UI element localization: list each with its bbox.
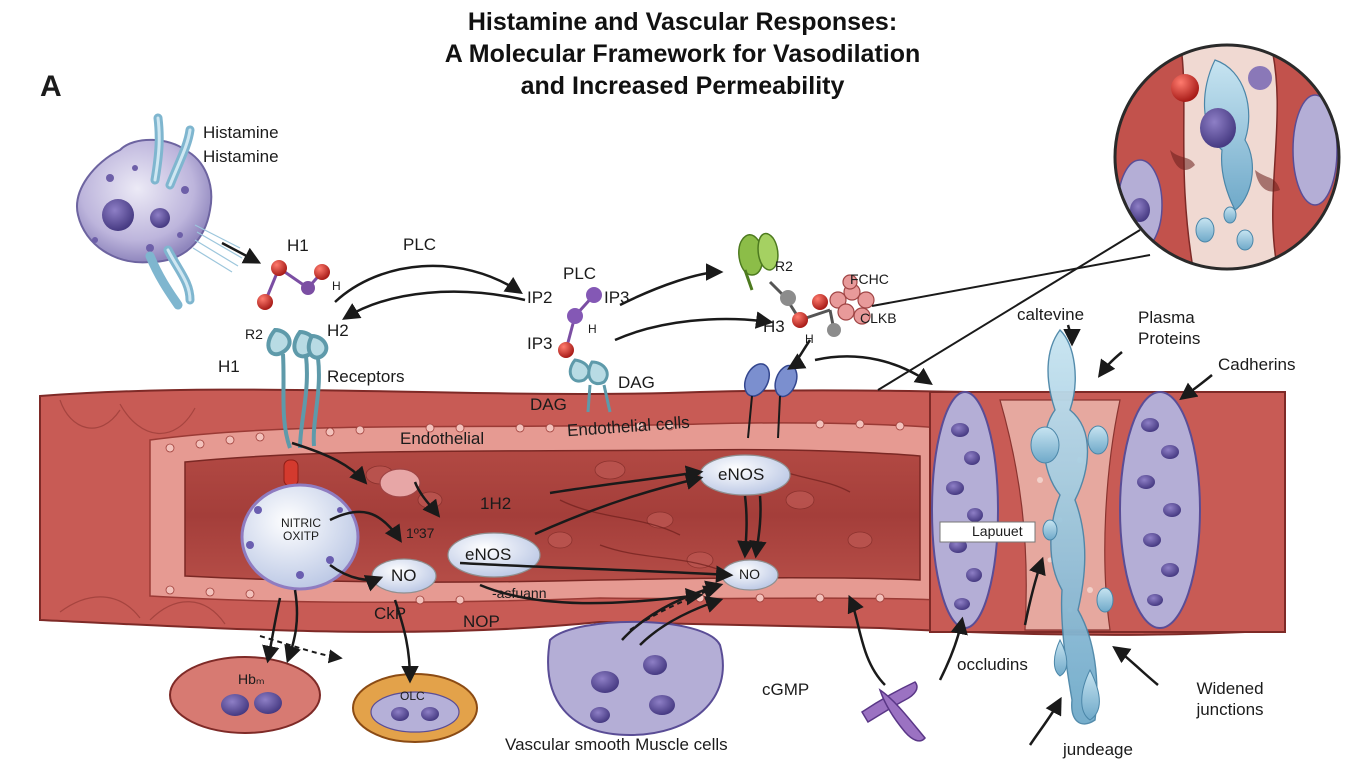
dag-label-b: DAG: [530, 395, 567, 414]
h-label-1: H: [332, 279, 341, 293]
receptors-label: Receptors: [327, 367, 405, 386]
ip3-label-b: IP3: [527, 334, 553, 353]
title-line-2: A Molecular Framework for Vasodilation: [444, 40, 921, 68]
h3-label: H3: [763, 317, 785, 336]
cgmp-label: cGMP: [762, 680, 810, 699]
h3-receptor: [743, 363, 798, 439]
mast-cell: [76, 113, 243, 310]
nop-label: NOP: [463, 612, 500, 631]
dashed-arrows: [259, 585, 718, 664]
histamine-label-1: Histamine: [203, 123, 279, 142]
ckp-label: CkP: [374, 604, 407, 623]
histamine-molecule: [257, 260, 330, 310]
enos-top-label: eNOS: [718, 465, 765, 484]
h1-top-label: H1: [287, 236, 309, 255]
clkb-label: CLKB: [860, 310, 897, 326]
h-label-3: H: [805, 332, 814, 346]
r2-right-label: R2: [775, 258, 793, 274]
vsmc-label: Vascular smooth Muscle cells: [505, 735, 728, 754]
caltevine-label: caltevine: [1017, 305, 1085, 324]
r2-receptor: [738, 232, 779, 291]
r2-left-label: R2: [245, 326, 263, 342]
cadherins-label: Cadherins: [1218, 355, 1296, 374]
nitric-oxide-label: NITRIC OXITP: [281, 516, 321, 544]
ip2-label: IP2: [527, 288, 553, 307]
enos-mid-label: eNOS: [465, 545, 512, 564]
h-label-2: H: [588, 322, 597, 336]
endothelial-label: Endothelial: [400, 429, 485, 448]
cgmp-molecules: [860, 681, 926, 742]
1g37-label: 1º37: [406, 525, 435, 541]
receptor-h1-h2: [266, 327, 329, 449]
lapuuet-label: Lapuuet: [972, 523, 1023, 539]
plc-arrow-label: PLC: [403, 235, 437, 254]
olc-label: OLC: [400, 689, 425, 703]
no-left-label: NO: [391, 566, 417, 585]
enzyme-bubbles: [240, 454, 791, 594]
signal-marker: [283, 459, 299, 487]
no-right-label: NO: [739, 566, 760, 582]
inset-connectors: [871, 229, 1151, 391]
asfuann-label: -asfuann: [492, 585, 547, 601]
ip3-label-a: IP3: [604, 288, 630, 307]
hb-label: Hbₘ: [238, 671, 265, 687]
h3-molecule: [768, 274, 875, 337]
h1-left-label: H1: [218, 357, 240, 376]
title-line-3: and Increased Permeability: [520, 72, 845, 100]
plasma-proteins-label: Plasma Proteins: [1138, 308, 1201, 349]
dag-label-a: DAG: [618, 373, 655, 392]
fchc-label: FCHC: [850, 271, 889, 287]
pathway-arrows: [221, 241, 1213, 746]
plc-label: PLC: [563, 264, 597, 283]
occludins-label: occludins: [957, 655, 1028, 674]
blood-vessel: [39, 328, 1286, 743]
jundeage-label: jundeage: [1063, 740, 1133, 759]
1h2-label: 1H2: [480, 494, 512, 513]
ip-molecules: [558, 287, 612, 413]
widened-junctions-label: Widened junctions: [1196, 679, 1264, 720]
h2-left-label: H2: [327, 321, 349, 340]
magnified-inset: [1113, 43, 1341, 271]
histamine-label-2: Histamine: [203, 147, 279, 166]
panel-label: A: [40, 70, 62, 103]
title-line-1: Histamine and Vascular Responses:: [467, 8, 898, 36]
